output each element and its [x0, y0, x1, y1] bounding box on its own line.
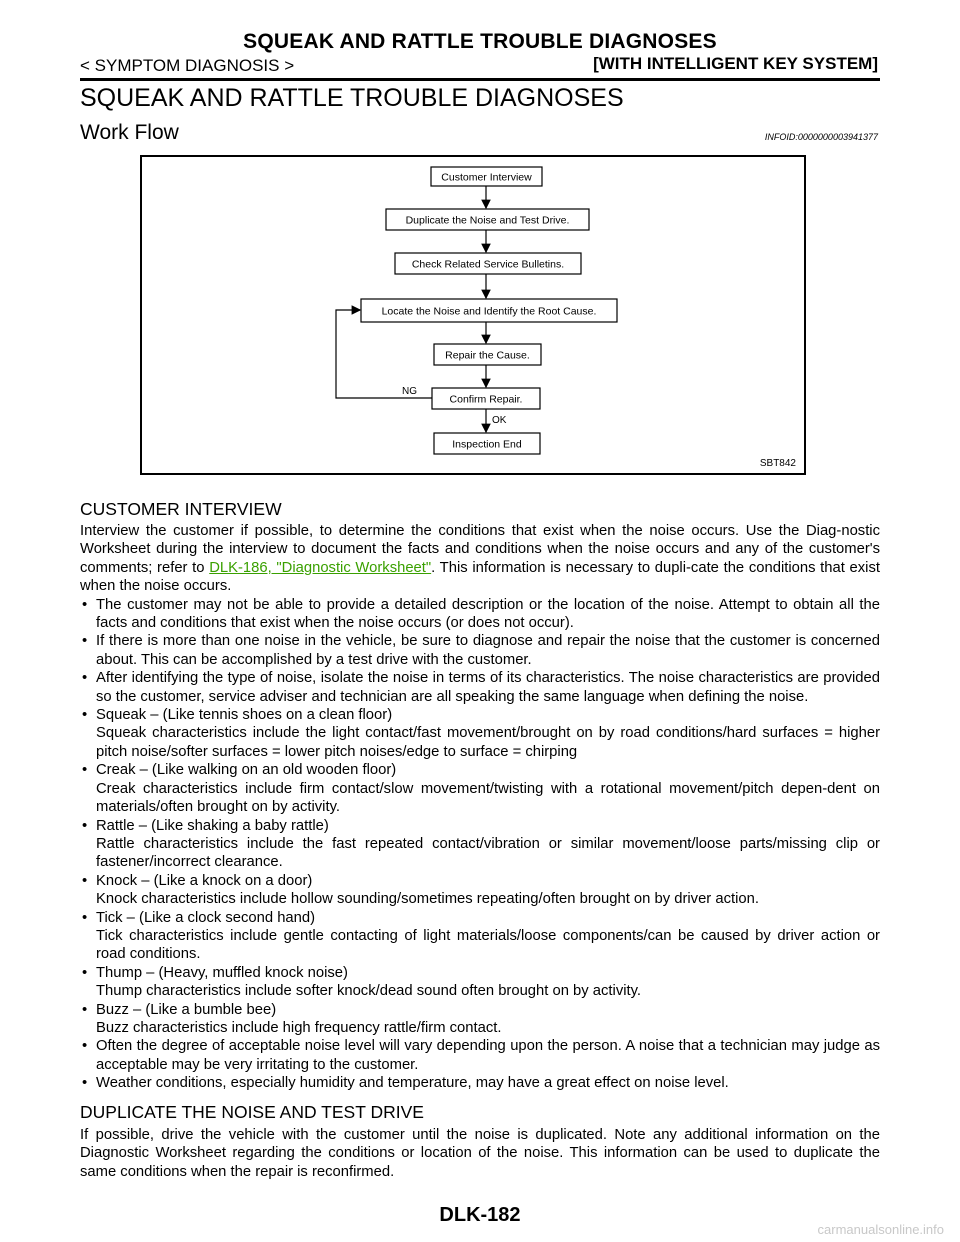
- bullet-description: Buzz characteristics include high freque…: [96, 1019, 502, 1036]
- customer-interview-section: Interview the customer if possible, to d…: [80, 522, 880, 1093]
- bullet-text: If there is more than one noise in the v…: [96, 633, 880, 668]
- section-title: SQUEAK AND RATTLE TROUBLE DIAGNOSES: [80, 84, 624, 112]
- ok-label: OK: [492, 415, 507, 426]
- svg-text:Duplicate the Noise and Test D: Duplicate the Noise and Test Drive.: [406, 215, 570, 227]
- header-title: SQUEAK AND RATTLE TROUBLE DIAGNOSES: [243, 30, 717, 53]
- bullet-description: Creak characteristics include firm conta…: [96, 780, 880, 816]
- list-item: Tick – (Like a clock second hand)Tick ch…: [80, 909, 880, 964]
- flow-box-locate-noise: Locate the Noise and Identify the Root C…: [360, 298, 618, 323]
- list-item: Creak – (Like walking on an old wooden f…: [80, 761, 880, 816]
- info-id: INFOID:0000000003941377: [764, 132, 878, 142]
- flow-box-repair-cause: Repair the Cause.: [433, 343, 542, 366]
- bullet-text: Creak – (Like walking on an old wooden f…: [96, 762, 397, 779]
- list-item: Squeak – (Like tennis shoes on a clean f…: [80, 706, 880, 761]
- ng-loop-line: [335, 305, 432, 399]
- bullet-text: The customer may not be able to provide …: [96, 596, 880, 632]
- svg-text:Inspection End: Inspection End: [452, 439, 522, 451]
- noise-characteristics-list: The customer may not be able to provide …: [80, 596, 880, 1093]
- bullet-text: Rattle – (Like shaking a baby rattle): [96, 817, 329, 834]
- bullet-description: Tick characteristics include gentle cont…: [96, 927, 880, 963]
- bullet-text: Tick – (Like a clock second hand): [96, 909, 316, 926]
- flow-box-inspection-end: Inspection End: [433, 432, 541, 455]
- duplicate-noise-section: If possible, drive the vehicle with the …: [80, 1126, 880, 1181]
- bullet-description: Squeak characteristics include the light…: [96, 725, 880, 760]
- bullet-description: Rattle characteristics include the fast …: [96, 835, 880, 871]
- flow-box-customer-interview: Customer Interview: [430, 166, 543, 187]
- duplicate-noise-heading: DUPLICATE THE NOISE AND TEST DRIVE: [80, 1102, 424, 1122]
- watermark-text: carmanualsonline.info: [817, 1222, 944, 1237]
- work-flow-diagram: Customer Interview Duplicate the Noise a…: [140, 155, 806, 475]
- flow-box-confirm-repair: Confirm Repair.: [431, 387, 541, 410]
- list-item: Often the degree of acceptable noise lev…: [80, 1037, 880, 1074]
- svg-text:Repair the Cause.: Repair the Cause.: [445, 350, 530, 362]
- flow-box-check-bulletins: Check Related Service Bulletins.: [394, 252, 582, 275]
- list-item: Weather conditions, especially humidity …: [80, 1074, 880, 1093]
- customer-interview-heading: CUSTOMER INTERVIEW: [80, 499, 282, 519]
- bullet-text: Squeak – (Like tennis shoes on a clean f…: [96, 707, 393, 724]
- list-item: The customer may not be able to provide …: [80, 596, 880, 633]
- header-breadcrumb: < SYMPTOM DIAGNOSIS >: [80, 56, 295, 75]
- list-item: Knock – (Like a knock on a door) Knock ch…: [80, 872, 880, 909]
- header-divider: [80, 78, 880, 81]
- list-item: Thump – (Heavy, muffled knock noise) Thum…: [80, 964, 880, 1001]
- svg-text:Confirm Repair.: Confirm Repair.: [450, 394, 523, 406]
- flowchart-svg: Customer Interview Duplicate the Noise a…: [335, 166, 618, 455]
- customer-interview-intro: Interview the customer if possible, to d…: [80, 523, 880, 595]
- bullet-description: Thump characteristics include softer kno…: [96, 983, 642, 1000]
- svg-text:Check Related Service Bulletin: Check Related Service Bulletins.: [412, 259, 564, 271]
- header-system-label: [WITH INTELLIGENT KEY SYSTEM]: [593, 54, 878, 73]
- bullet-text: Thump – (Heavy, muffled knock noise): [96, 964, 348, 981]
- svg-text:Customer Interview: Customer Interview: [441, 172, 532, 184]
- svg-text:Locate the Noise and Identify: Locate the Noise and Identify the Root C…: [382, 306, 597, 318]
- figure-code: SBT842: [759, 458, 796, 469]
- bullet-text: Knock – (Like a knock on a door): [96, 872, 313, 889]
- duplicate-noise-text: If possible, drive the vehicle with the …: [80, 1127, 880, 1180]
- list-item: Rattle – (Like shaking a baby rattle)Rat…: [80, 817, 880, 872]
- bullet-description: Knock characteristics include hollow sou…: [96, 891, 759, 908]
- page-number: DLK-182: [439, 1204, 521, 1226]
- bullet-text: After identifying the type of noise, iso…: [96, 670, 880, 705]
- work-flow-title: Work Flow: [80, 121, 179, 144]
- list-item: Buzz – (Like a bumble bee)Buzz character…: [80, 1001, 880, 1038]
- flow-box-duplicate-noise: Duplicate the Noise and Test Drive.: [385, 208, 590, 231]
- list-item: After identifying the type of noise, iso…: [80, 669, 880, 706]
- bullet-text: Often the degree of acceptable noise lev…: [96, 1038, 880, 1073]
- list-item: If there is more than one noise in the v…: [80, 632, 880, 669]
- bullet-text: Buzz – (Like a bumble bee): [96, 1001, 277, 1018]
- ng-label: NG: [402, 386, 417, 397]
- diagnostic-worksheet-link[interactable]: DLK-186, "Diagnostic Worksheet": [209, 559, 432, 576]
- bullet-text: Weather conditions, especially humidity …: [96, 1075, 729, 1092]
